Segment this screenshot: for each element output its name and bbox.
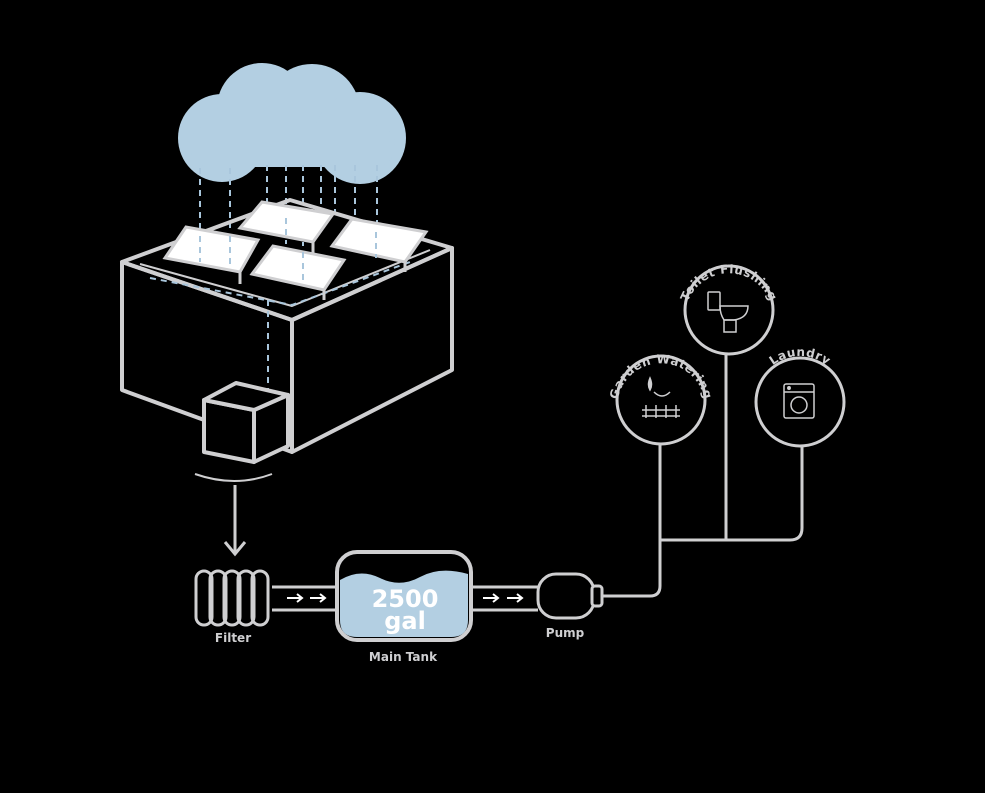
solar-panels xyxy=(162,200,429,292)
cloud xyxy=(178,63,406,184)
pump xyxy=(536,572,604,620)
pipe-filter-tank xyxy=(272,585,340,612)
filter-label: Filter xyxy=(215,631,251,645)
distribution-pipes xyxy=(602,354,804,598)
main-tank: 2500 gal xyxy=(335,550,473,642)
pump-label: Pump xyxy=(546,626,585,640)
garden-watering-icon xyxy=(642,376,680,418)
panel-rain-marks xyxy=(199,218,377,284)
down-arrow xyxy=(223,485,247,557)
roof-gutter xyxy=(149,261,411,395)
pipe-tank-pump xyxy=(472,585,538,612)
panel-legs xyxy=(238,242,407,300)
collection-box xyxy=(202,381,290,464)
laundry-node: Laundry xyxy=(754,345,846,448)
washing-machine-icon xyxy=(783,383,815,419)
drain-curve xyxy=(194,473,273,482)
main-tank-label: Main Tank xyxy=(369,650,438,664)
tank-unit: gal xyxy=(384,607,426,635)
toilet-icon xyxy=(707,291,749,333)
garden-watering-node: Garden Watering xyxy=(607,352,715,446)
filter xyxy=(194,569,270,627)
toilet-flushing-node: Toilet Flushing xyxy=(678,262,780,356)
tank-volume: 2500 xyxy=(372,585,439,613)
